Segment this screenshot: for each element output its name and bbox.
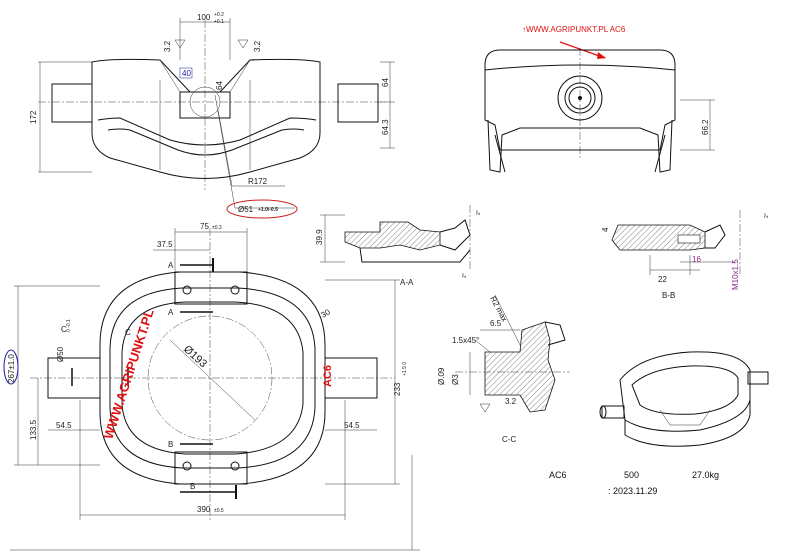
- section-bb: 4 16 22 M10x1.5 2° B-B: [601, 210, 770, 300]
- dim-100: 100: [197, 13, 211, 22]
- section-cc-label: C-C: [502, 435, 516, 444]
- dim-2deg-b: 2°: [462, 273, 468, 278]
- dim-4: 4: [601, 227, 610, 232]
- dim-22: 22: [658, 275, 667, 284]
- dim-64-3: 64.3: [381, 119, 390, 135]
- dim-phi09: Ø.09: [437, 367, 446, 385]
- dim-267: 267±1.0: [7, 354, 16, 383]
- dim-phi3: Ø3: [451, 374, 460, 385]
- dim-3-2-cc: 3.2: [505, 397, 517, 406]
- section-aa-label: A-A: [400, 278, 414, 287]
- dim-390-tol: ±0.5: [214, 508, 224, 514]
- marker-a-top: A: [168, 261, 174, 270]
- dim-37-5: 37.5: [157, 240, 173, 249]
- watermark-top: ↑WWW.AGRIPUNKT.PL AC6: [522, 25, 626, 34]
- dim-54-5-left: 54.5: [56, 421, 72, 430]
- dim-phi193: Ø193: [181, 343, 209, 370]
- info-block: AC6 500 27.0kg : 2023.11.29: [549, 470, 719, 496]
- plan-view: 75 ±0.3 37.5 30 Ø193 Ø50 0 -0.1 267±1.0 …: [3, 222, 408, 520]
- dim-phi51-tol: +1.0/-0.5: [258, 207, 278, 213]
- marker-b-bot: B: [190, 482, 195, 491]
- dim-267-highlight: [3, 349, 19, 385]
- dim-233-tol: +1.5 0: [402, 362, 408, 376]
- marker-c-right: C: [125, 328, 131, 337]
- dim-chamfer: 1.5x45°: [452, 336, 479, 345]
- info-date: : 2023.11.29: [608, 486, 657, 496]
- marker-b-mid: B: [168, 440, 173, 449]
- dim-64-vertical: 64: [215, 81, 224, 90]
- dim-172: 172: [29, 110, 38, 124]
- dim-100-tol-top: +0.2: [214, 12, 224, 18]
- dim-phi51: Ø51: [238, 205, 254, 214]
- dim-66-2: 66.2: [701, 119, 710, 135]
- dim-3-2-right: 3.2: [253, 40, 262, 52]
- dim-100-tol-bot: +0.1: [214, 19, 224, 25]
- marker-c-left: C: [61, 325, 67, 334]
- section-aa: 39.9 2° 2° A-A: [315, 205, 482, 287]
- dim-133-5: 133.5: [29, 419, 38, 440]
- dim-75: 75: [200, 222, 209, 231]
- dim-3-2-left: 3.2: [163, 40, 172, 52]
- dim-64: 64: [381, 78, 390, 87]
- isometric-view: [599, 351, 769, 447]
- dim-390: 390: [197, 505, 211, 514]
- dim-r172: R172: [248, 177, 268, 186]
- top-view: 100 +0.2 +0.1 3.2 3.2 40 64 172 64 64.3 …: [29, 12, 395, 219]
- dim-16: 16: [692, 255, 701, 264]
- dim-40: 40: [182, 69, 191, 78]
- dim-233: 233: [393, 382, 402, 396]
- marker-a-mid: A: [168, 308, 174, 317]
- front-view: ↑WWW.AGRIPUNKT.PL AC6 66.2: [484, 25, 715, 173]
- dim-30: 30: [320, 307, 333, 320]
- dim-54-5-right: 54.5: [344, 421, 360, 430]
- sheet-border: [10, 455, 420, 551]
- dim-75-tol: ±0.3: [212, 225, 222, 231]
- phi51-highlight: [226, 199, 298, 219]
- info-weight: 27.0kg: [692, 470, 719, 480]
- watermark-ac6: AC6: [322, 365, 334, 387]
- info-qty: 500: [624, 470, 639, 480]
- dim-phi50: Ø50: [56, 346, 65, 362]
- dim-m10: M10x1.5: [731, 259, 740, 290]
- section-bb-label: B-B: [662, 291, 675, 300]
- dim-39-9: 39.9: [315, 229, 324, 245]
- dim-2deg-a: 2°: [476, 210, 482, 215]
- section-cc: R2 max 6.5 1.5x45° Ø.09 Ø3 3.2 C-C: [437, 295, 570, 444]
- dim-2deg-bb: 2°: [764, 213, 770, 218]
- dim-6-5: 6.5: [490, 319, 502, 328]
- info-part: AC6: [549, 470, 567, 480]
- dim-phi50-tol: 0 -0.1: [66, 319, 72, 332]
